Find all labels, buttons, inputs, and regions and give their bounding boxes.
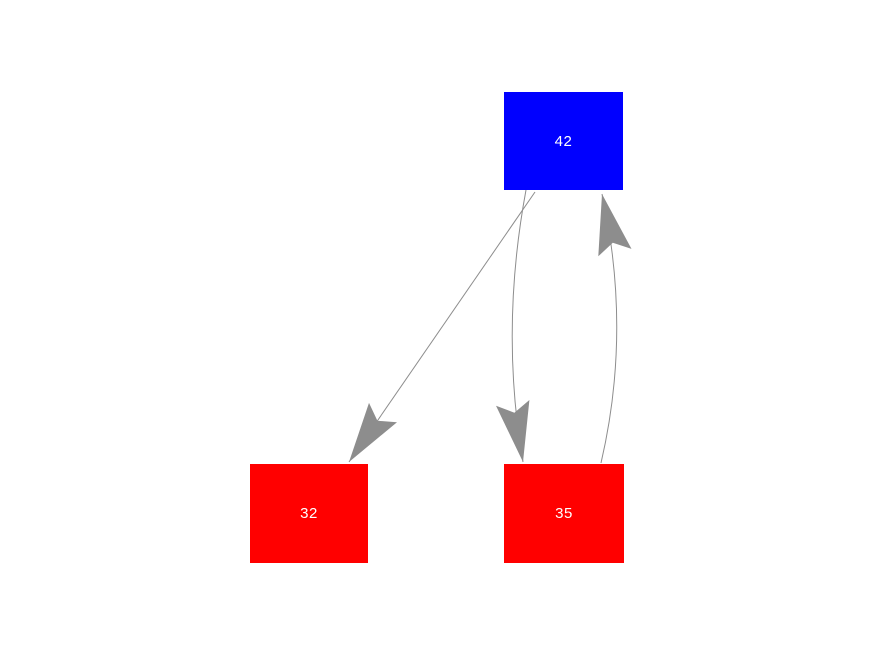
graph-node-42: 42 — [504, 92, 623, 190]
arrowhead-icon-42-32 — [349, 402, 397, 462]
arrowhead-icon-35-42 — [598, 194, 632, 257]
arrowhead-icon-42-35 — [496, 400, 530, 462]
graph-node-35: 35 — [504, 464, 624, 563]
graph-node-32: 32 — [250, 464, 368, 563]
node-label-42: 42 — [554, 132, 573, 150]
node-label-32: 32 — [300, 505, 318, 522]
node-label-35: 35 — [555, 505, 573, 522]
edge-42-32 — [348, 191, 536, 463]
